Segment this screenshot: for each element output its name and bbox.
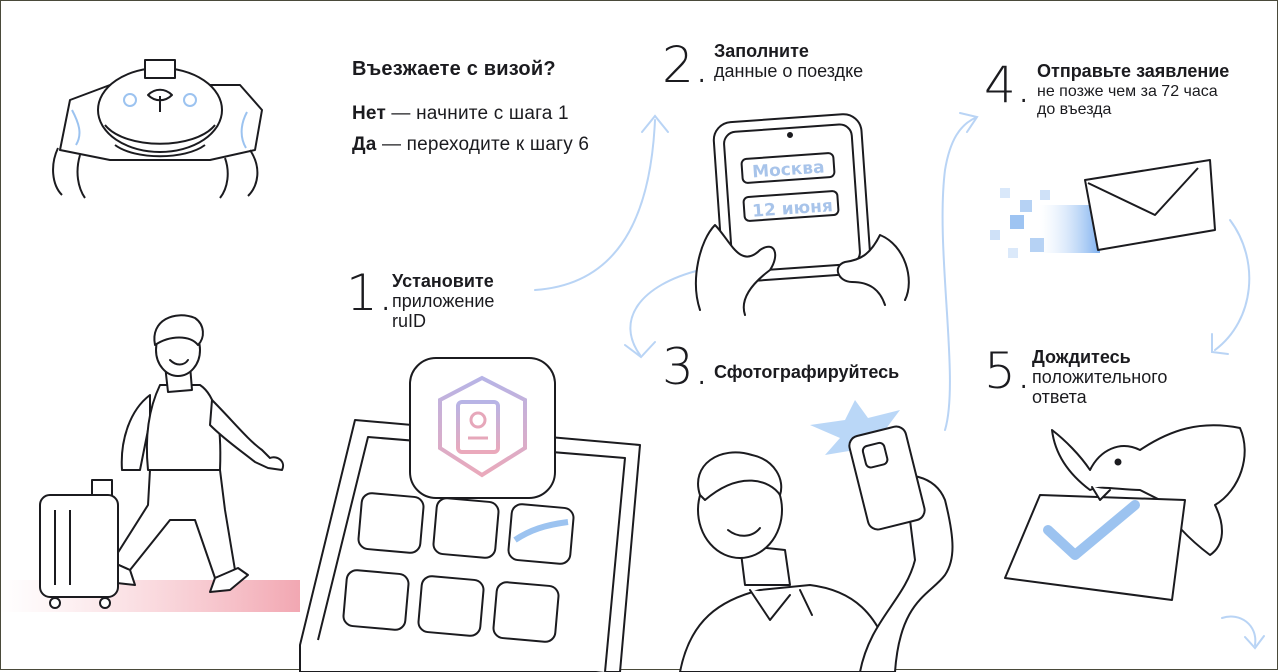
step-4-line-2: до въезда <box>1037 101 1112 118</box>
step-5-title: Дождитесь <box>1032 347 1131 367</box>
yes-answer: Да — переходите к шагу 6 <box>352 134 589 156</box>
yes-text: — переходите к шагу 6 <box>376 134 590 155</box>
step-4-number: 4. <box>984 56 1032 114</box>
no-text: — начните с шага 1 <box>385 103 569 124</box>
step-1-number: 1. <box>346 264 394 322</box>
step-2-line-1: данные о поездке <box>714 61 864 81</box>
traveler-icon <box>107 314 284 593</box>
step-2-number: 2. <box>662 36 710 94</box>
phone-icon <box>299 419 641 672</box>
step-2-title: Заполните <box>714 41 809 61</box>
checkmark-icon <box>1043 500 1140 560</box>
step-5-number: 5. <box>984 342 1032 400</box>
step-1-line-2: ruID <box>392 311 427 331</box>
step-3-number: 3. <box>662 338 710 396</box>
no-label: Нет <box>352 103 386 124</box>
step-1-line-1: приложение <box>392 291 495 311</box>
step-5-line-1: положительного <box>1032 367 1168 387</box>
step-5-line-2: ответа <box>1032 387 1087 407</box>
step-4-line-1: не позже чем за 72 часа <box>1037 83 1218 100</box>
visa-question: Въезжаете с визой? <box>352 58 556 80</box>
selfie-person-icon <box>679 400 954 672</box>
suitcase-icon <box>39 479 119 609</box>
bread-icon <box>52 59 263 199</box>
dove-icon <box>1004 424 1246 601</box>
envelope-icon <box>990 159 1216 258</box>
step-1-title: Установите <box>392 271 494 291</box>
flow-arrow-icon <box>534 112 1265 650</box>
ruid-app-icon <box>409 357 556 499</box>
step-4-title: Отправьте заявление <box>1037 61 1230 81</box>
step-3-title: Сфотографируйтесь <box>714 362 900 382</box>
hands-icon <box>694 113 910 316</box>
yes-label: Да <box>352 134 377 155</box>
no-answer: Нет — начните с шага 1 <box>352 103 569 125</box>
